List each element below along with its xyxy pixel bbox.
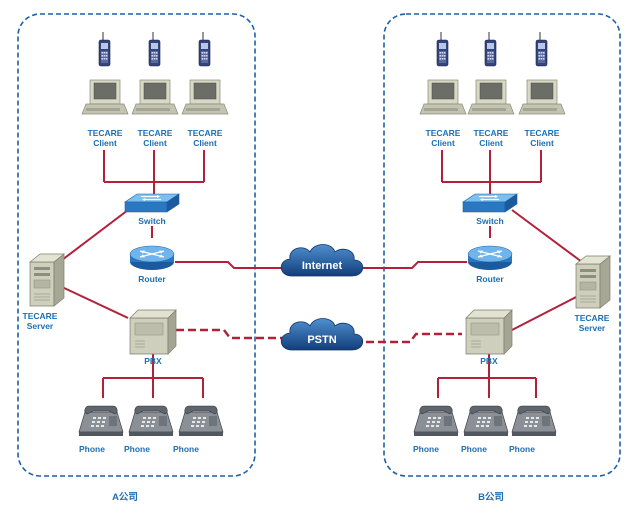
router-label: Router bbox=[138, 274, 166, 284]
phone-icon bbox=[178, 405, 224, 437]
phone-label: Phone bbox=[124, 444, 150, 454]
phone-label: Phone bbox=[79, 444, 105, 454]
server-sub-label: Server bbox=[27, 321, 54, 331]
pbx-icon bbox=[129, 309, 177, 355]
client-sub-label: Client bbox=[193, 138, 217, 148]
computer-icon bbox=[419, 79, 467, 115]
computer-icon bbox=[467, 79, 515, 115]
router-icon bbox=[129, 245, 175, 271]
phone-icon bbox=[128, 405, 174, 437]
links bbox=[61, 150, 583, 398]
pstn-label: PSTN bbox=[307, 334, 336, 346]
pbx-label: PBX bbox=[480, 356, 498, 366]
client-sub-label: Client bbox=[431, 138, 455, 148]
phone-label: Phone bbox=[173, 444, 199, 454]
client-sub-label: Client bbox=[479, 138, 503, 148]
mobile-icon bbox=[198, 31, 211, 67]
mobile-icon bbox=[535, 31, 548, 67]
company-b-boundary bbox=[383, 13, 621, 477]
server-icon bbox=[29, 253, 65, 307]
server-icon bbox=[575, 255, 611, 309]
switch-icon bbox=[124, 193, 180, 213]
switch-label: Switch bbox=[476, 216, 503, 226]
company-a-label: A公司 bbox=[112, 492, 138, 503]
mobile-icon bbox=[436, 31, 449, 67]
internet-label: Internet bbox=[302, 260, 343, 272]
phone-icon bbox=[78, 405, 124, 437]
computer-icon bbox=[131, 79, 179, 115]
client-label: TECARE bbox=[426, 128, 461, 138]
pbx-label: PBX bbox=[144, 356, 162, 366]
phone-label: Phone bbox=[509, 444, 535, 454]
client-sub-label: Client bbox=[93, 138, 117, 148]
client-label: TECARE bbox=[474, 128, 509, 138]
computer-icon bbox=[81, 79, 129, 115]
client-sub-label: Client bbox=[530, 138, 554, 148]
server-label: TECARE bbox=[575, 313, 610, 323]
computer-icon bbox=[518, 79, 566, 115]
client-label: TECARE bbox=[138, 128, 173, 138]
mobile-icon bbox=[98, 31, 111, 67]
client-label: TECARE bbox=[188, 128, 223, 138]
phone-icon bbox=[413, 405, 459, 437]
company-b-label: B公司 bbox=[478, 492, 504, 503]
server-sub-label: Server bbox=[579, 323, 606, 333]
company-a-boundary bbox=[17, 13, 256, 477]
client-sub-label: Client bbox=[143, 138, 167, 148]
router-label: Router bbox=[476, 274, 504, 284]
router-icon bbox=[467, 245, 513, 271]
switch-icon bbox=[462, 193, 518, 213]
phone-icon bbox=[511, 405, 557, 437]
pbx-icon bbox=[465, 309, 513, 355]
pstn-trunks bbox=[176, 328, 462, 344]
phone-icon bbox=[463, 405, 509, 437]
client-label: TECARE bbox=[525, 128, 560, 138]
mobile-icon bbox=[484, 31, 497, 67]
switch-label: Switch bbox=[138, 216, 165, 226]
computer-icon bbox=[181, 79, 229, 115]
mobile-icon bbox=[148, 31, 161, 67]
phone-label: Phone bbox=[461, 444, 487, 454]
server-label: TECARE bbox=[23, 311, 58, 321]
phone-label: Phone bbox=[413, 444, 439, 454]
client-label: TECARE bbox=[88, 128, 123, 138]
